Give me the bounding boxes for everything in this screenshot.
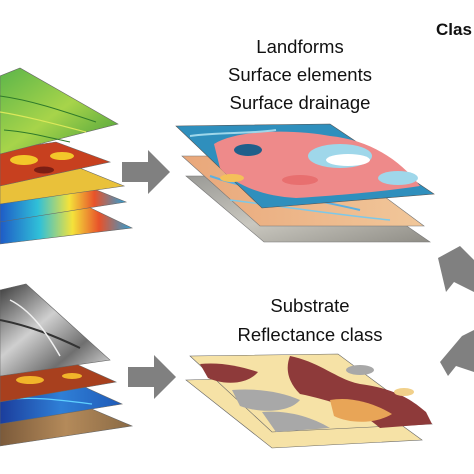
layer-landforms [175,123,435,209]
input-stack-bottom-left [0,283,134,447]
label-surface-elements: Surface elements [228,64,372,85]
arrow-bottom-right [440,330,474,376]
label-substrate: Substrate [270,295,350,316]
label-landforms: Landforms [256,36,344,57]
layer-elevation-green [0,67,119,155]
output-stack-bottom [185,353,433,449]
output-stack-top [175,123,435,243]
arrow-top-left [122,150,170,194]
layer-substrate [189,353,433,433]
label-surface-drainage: Surface drainage [229,92,371,113]
arrow-top-right [438,246,474,292]
arrow-bottom-left [128,355,176,399]
label-classification-cropped: Clas [436,20,472,39]
label-reflectance-class: Reflectance class [237,324,383,345]
layer-grayscale [0,283,111,377]
input-stack-top-left [0,67,134,245]
